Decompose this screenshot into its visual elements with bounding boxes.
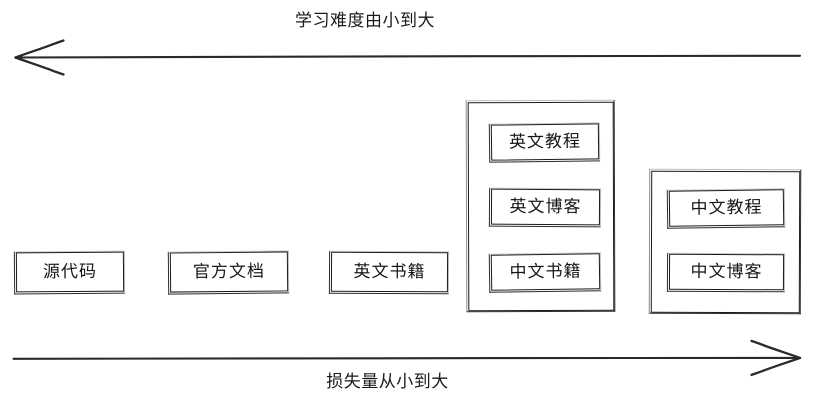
node-chinese-tutorial[interactable]: 中文教程 [668, 189, 785, 227]
arrow-right-icon [12, 339, 802, 377]
bottom-axis-label: 损失量从小到大 [326, 372, 449, 391]
node-official-docs[interactable]: 官方文档 [169, 251, 289, 293]
node-english-tutorial[interactable]: 英文教程 [490, 123, 600, 161]
node-source-code[interactable]: 源代码 [15, 251, 125, 293]
node-chinese-books[interactable]: 中文书籍 [490, 253, 601, 291]
arrow-left-icon [14, 39, 802, 76]
top-axis-label: 学习难度由小到大 [295, 11, 435, 30]
node-chinese-blog[interactable]: 中文博客 [668, 253, 785, 291]
node-english-books[interactable]: 英文书籍 [330, 251, 449, 293]
node-english-blog[interactable]: 英文博客 [490, 188, 601, 226]
